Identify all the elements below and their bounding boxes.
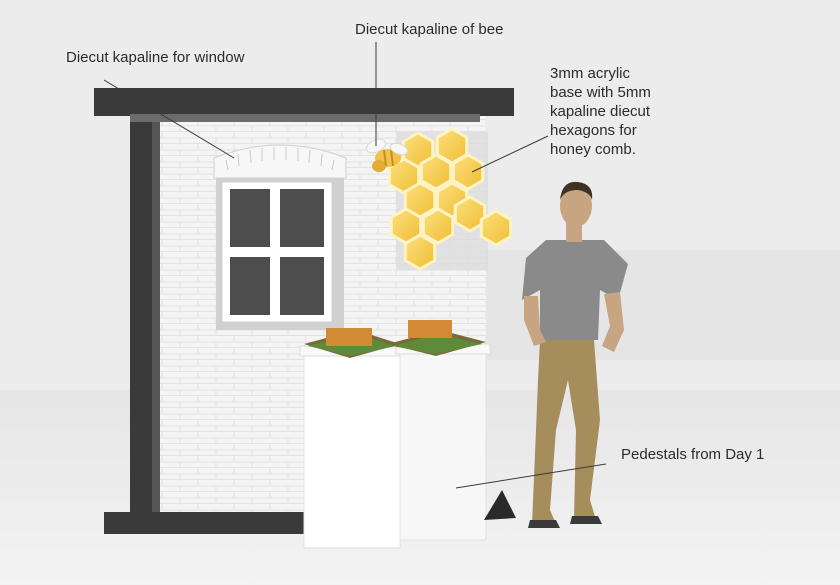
annotation-honeycomb-line: hexagons for <box>550 122 637 139</box>
annotation-honeycomb: 3mm acrylic base with 5mm kapaline diecu… <box>550 64 651 159</box>
leader-window <box>103 79 235 159</box>
booth-header-underside <box>130 114 480 122</box>
annotation-honeycomb-line: base with 5mm <box>550 84 651 101</box>
annotation-pedestals: Pedestals from Day 1 <box>621 446 765 463</box>
annotation-honeycomb-line: kapaline diecut <box>550 103 651 120</box>
leader-honeycomb <box>471 135 549 173</box>
honeycomb-hexagon <box>451 153 485 191</box>
honeycomb <box>387 127 513 271</box>
leader-lines <box>103 42 607 489</box>
honeycomb-hexagon <box>479 209 513 247</box>
booth-header <box>94 88 514 116</box>
leader-pedestals <box>455 463 607 489</box>
honeycomb-hexagon <box>421 207 455 245</box>
annotation-honeycomb-line: 3mm acrylic <box>550 65 631 82</box>
annotation-window: Diecut kapaline for window <box>66 49 245 66</box>
honeycomb-hexagon <box>403 233 437 271</box>
booth-base <box>104 512 304 534</box>
booth-left-post-side <box>152 112 160 526</box>
pedestal-left <box>299 328 403 549</box>
pedestal-right <box>388 320 491 541</box>
annotation-bee: Diecut kapaline of bee <box>355 21 504 38</box>
honeycomb-hexagon <box>453 195 487 233</box>
window-cutout <box>213 144 347 330</box>
person-figure <box>484 181 628 528</box>
honeycomb-hexagon <box>419 153 453 191</box>
annotation-honeycomb-line: honey comb. <box>550 141 636 158</box>
